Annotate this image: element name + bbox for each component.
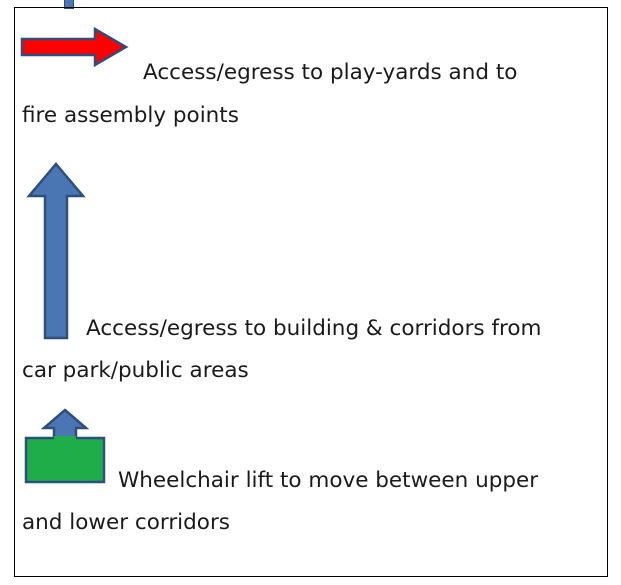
blue-up-arrow-icon [26, 162, 86, 340]
legend-item-3-line-1: Wheelchair lift to move between upper [118, 468, 539, 493]
legend-item-2-line-1: Access/egress to building & corridors fr… [86, 316, 542, 341]
legend-item-1-line-2: fire assembly points [22, 103, 239, 128]
blue-arrow-tail-icon [64, 0, 74, 9]
green-lift-arrow-icon [24, 408, 106, 484]
legend-item-2-line-2: car park/public areas [22, 358, 249, 383]
legend-item-3-line-2: and lower corridors [22, 510, 230, 535]
red-right-arrow-icon [20, 26, 129, 68]
legend-box [14, 7, 608, 577]
legend-item-1-line-1: Access/egress to play-yards and to [143, 60, 518, 85]
